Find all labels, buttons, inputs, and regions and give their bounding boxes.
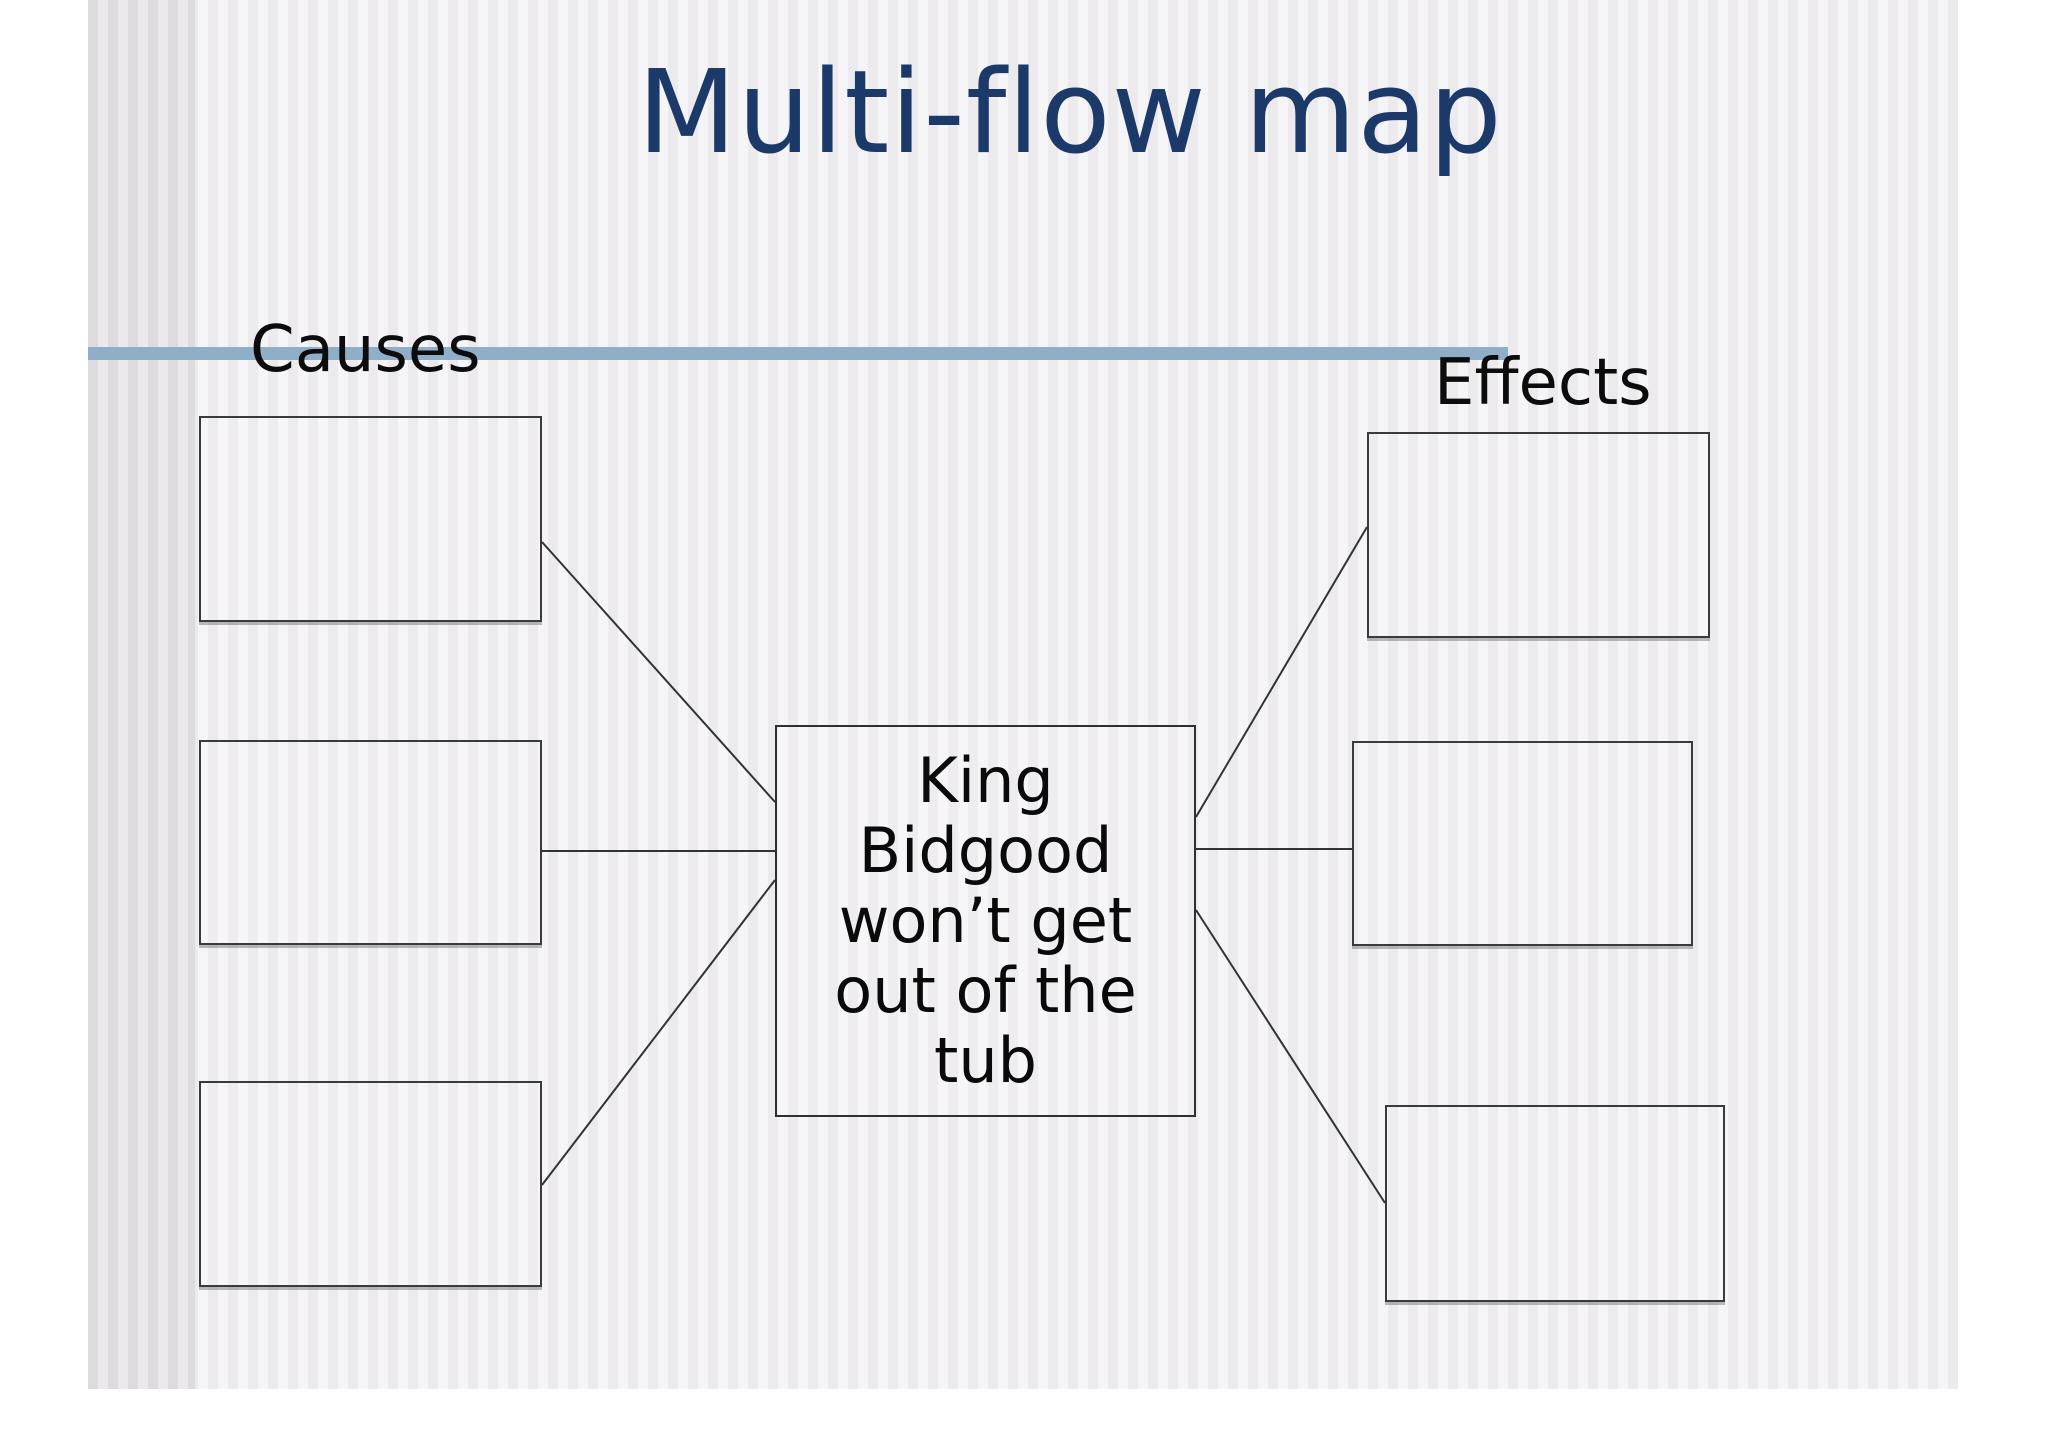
effect-box-2 (1352, 741, 1693, 946)
causes-label: Causes (250, 313, 481, 387)
left-stripe-band (88, 0, 195, 1389)
cause-box-1 (199, 416, 542, 622)
effect-box-1 (1367, 432, 1710, 638)
central-event-text: King Bidgood won’t get out of the tub (834, 744, 1137, 1097)
central-event-box: King Bidgood won’t get out of the tub (775, 725, 1196, 1117)
slide-striped-background (88, 0, 1958, 1389)
slide-title: Multi-flow map (637, 46, 1503, 180)
title-divider-line (88, 347, 1508, 360)
cause-box-2 (199, 740, 542, 945)
effects-label: Effects (1434, 346, 1652, 420)
effect-box-3 (1385, 1105, 1725, 1302)
cause-box-3 (199, 1081, 542, 1287)
